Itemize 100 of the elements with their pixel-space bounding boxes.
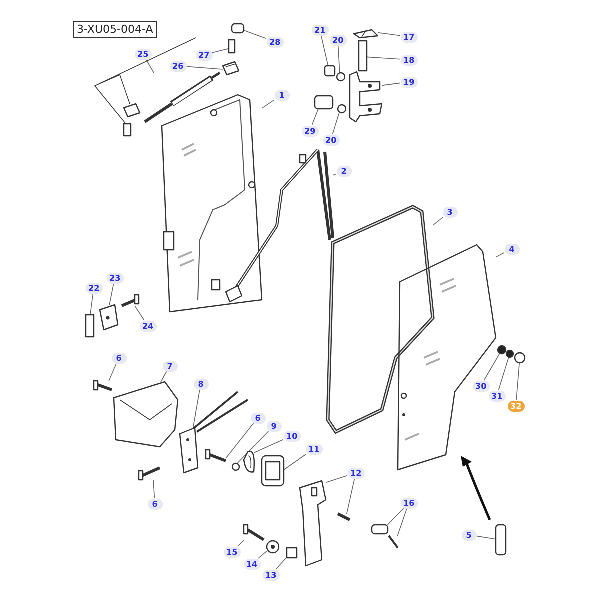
door-handle-drawing [299,480,327,567]
door-panel-drawing [161,94,263,313]
callout-number: 16 [400,498,418,508]
leader-line [244,30,267,40]
leader-line [332,174,337,176]
callout-number: 21 [312,24,329,36]
callout-number: 25 [134,48,152,60]
bolt-drawing [243,524,265,542]
bolt-drawing [121,294,140,308]
strut-end-drawing [222,61,240,76]
leader-line [498,357,510,391]
leader-line [153,480,156,499]
leader-line [484,354,500,381]
leader-line [388,508,404,526]
knob-drawing [266,540,280,554]
pin-drawing [495,524,507,556]
bolt-drawing [205,449,227,462]
hinge-rod-drawing [225,148,334,303]
callout-number: 18 [400,54,418,66]
callout-number: 8 [194,378,208,390]
callout-number: 2 [336,166,352,176]
latch-drawing [337,512,351,522]
leader-line [432,217,444,226]
washer-drawing [506,350,514,358]
leader-line [258,550,268,559]
leader-line [320,35,329,66]
callout-number: 5 [462,530,476,540]
leader-line [378,32,401,36]
knob-drawing [514,352,526,364]
callout-number: 27 [196,50,213,60]
leader-line [160,371,168,382]
leader-line [397,508,408,536]
callout-number: 20 [322,134,340,146]
leader-line [226,423,254,459]
leader-line [134,306,145,321]
leader-line [186,66,224,70]
gas-strut-drawing [144,72,221,124]
leader-line [496,252,505,258]
callout-number: 6 [112,352,126,364]
drawing-number: 3-XU05-004-A [73,20,158,38]
clip-drawing [388,535,399,549]
hinge-plate-drawing [85,314,95,338]
leader-line [212,48,230,54]
callout-number: 3 [442,206,458,218]
callout-number: 6 [148,498,162,510]
callout-number: 30 [472,380,490,392]
callout-number: 4 [504,244,520,254]
leader-line [276,557,288,570]
callout-number: 14 [244,558,261,570]
pin-drawing [371,524,389,535]
hinge-drawing [99,304,119,331]
nut-drawing [286,547,298,559]
cap-drawing [353,29,379,39]
callout-number: 26 [170,60,187,72]
leader-line [284,454,306,470]
lock-drawing [179,427,199,474]
callout-number: 7 [162,360,178,372]
callout-number: 29 [302,126,319,136]
leader-line [90,293,94,316]
leader-line [476,536,496,540]
lock-cover-drawing [113,381,179,448]
callout-number: 31 [488,390,506,402]
washer-drawing [337,104,347,114]
escutcheon-drawing [261,455,285,487]
leader-line [366,56,401,60]
leader-line [338,45,340,74]
callout-number: 20 [330,34,347,46]
bushing-drawing [314,95,334,110]
leader-line [312,108,319,126]
callout-number: 28 [266,36,284,48]
nut-drawing [231,23,245,34]
leader-line [332,112,340,135]
leader-line [237,540,245,547]
leader-line [146,59,154,74]
leader-line [262,100,275,109]
callout-number: 11 [306,444,323,454]
callout-number: 13 [262,570,280,580]
leader-line [326,475,348,484]
callout-number: 32 [508,400,525,412]
leader-line [108,363,117,382]
callout-number: 22 [86,282,103,294]
washer-drawing [497,345,507,355]
nut-drawing [324,65,336,77]
door-seal-drawing [326,205,435,434]
callout-number: 19 [400,76,418,88]
callout-number: 1 [274,90,290,100]
callout-number: 6 [250,412,266,424]
leader-line [254,439,284,454]
leader-line [382,82,401,86]
leader-line [237,431,269,464]
callout-number: 10 [284,430,301,442]
leader-line [192,389,200,428]
leader-line [516,362,520,401]
washer-drawing [336,72,346,82]
pin-drawing [358,40,368,72]
callout-number: 17 [400,32,418,42]
leader-line [346,478,356,514]
leader-line [109,283,114,306]
callout-number: 9 [266,420,282,432]
bolt-drawing [138,466,161,481]
